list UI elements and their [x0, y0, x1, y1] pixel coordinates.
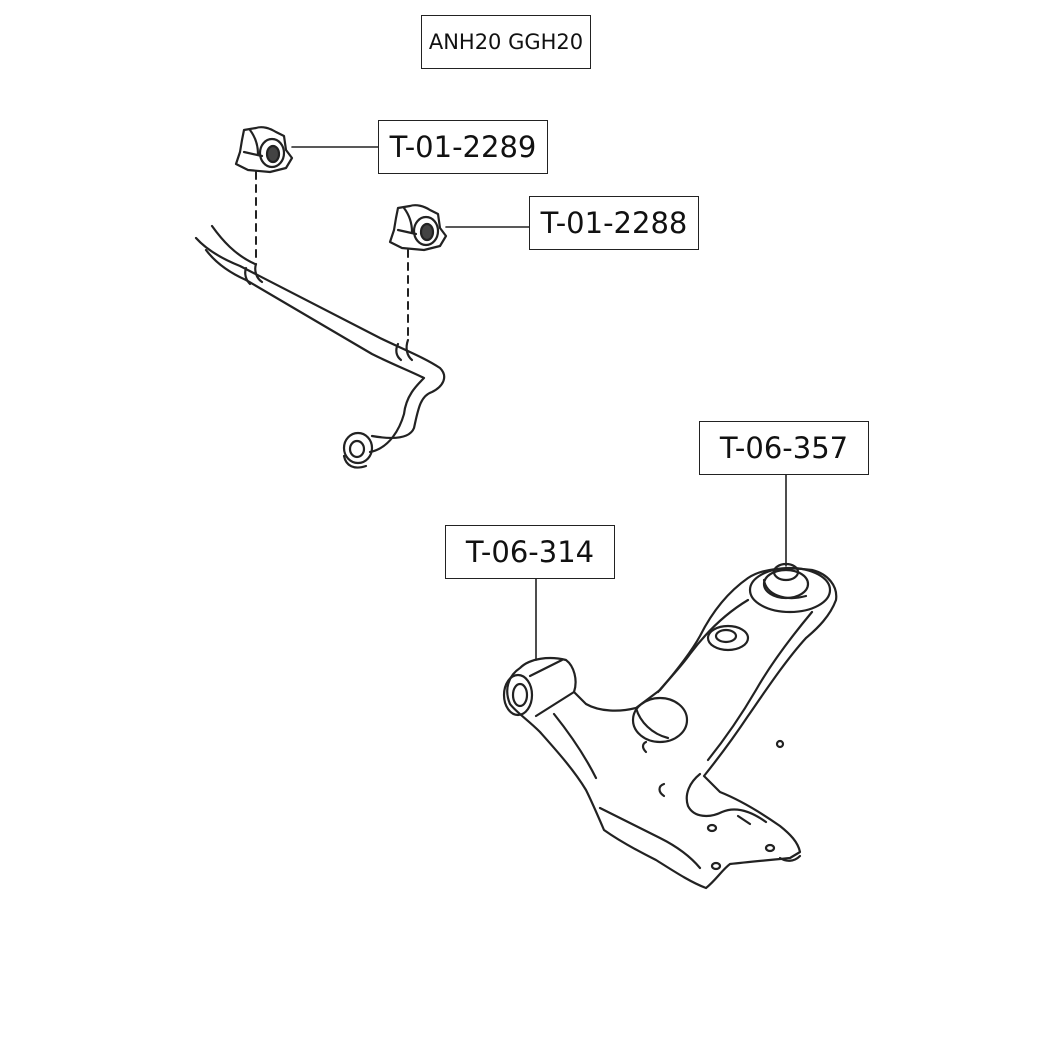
model-title: ANH20 GGH20 — [421, 15, 591, 69]
part-label-t-01-2289: T-01-2289 — [378, 120, 548, 174]
stabilizer-bar — [194, 224, 446, 469]
part-label-t-06-357: T-06-357 — [699, 421, 869, 475]
bushing-upper-drawing — [234, 126, 294, 174]
part-label-t-01-2288: T-01-2288 — [529, 196, 699, 250]
bushing-lower-drawing — [388, 204, 448, 252]
part-label-t-06-314: T-06-314 — [445, 525, 615, 579]
lower-control-arm — [502, 562, 838, 890]
